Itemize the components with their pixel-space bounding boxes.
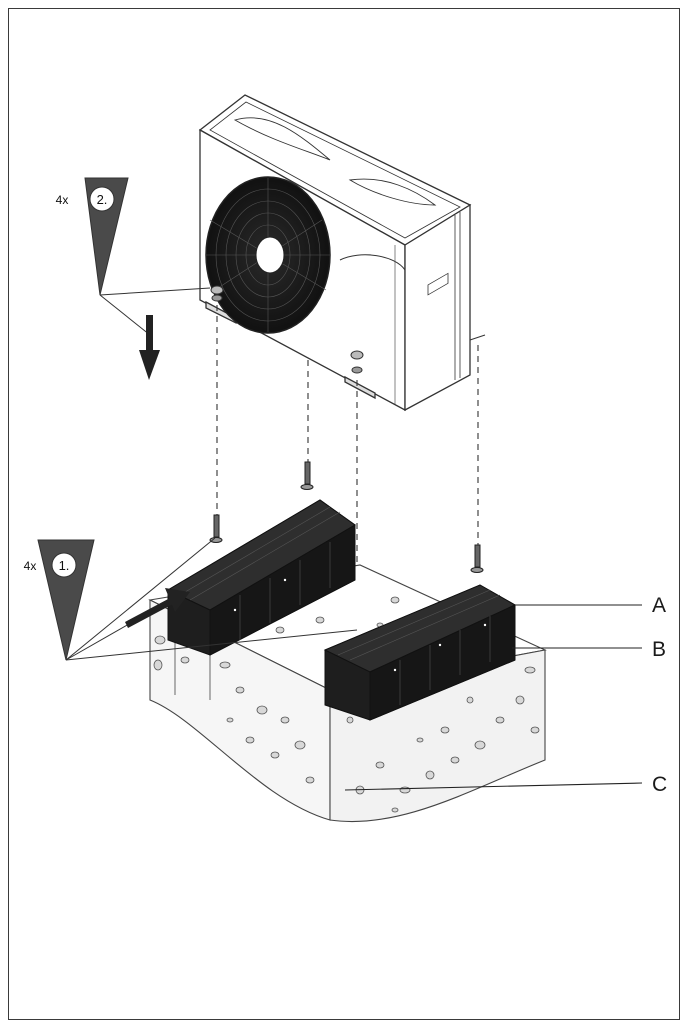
step-2-badge [89, 186, 115, 212]
step-1-badge [51, 552, 77, 578]
step-1-multiplier: 4x [24, 559, 37, 573]
callout-lines [344, 604, 643, 791]
step-2-multiplier: 4x [56, 193, 69, 207]
unit-mounting-nuts [210, 285, 364, 374]
step-2-number: 2. [97, 192, 108, 207]
fan-icon [205, 176, 331, 334]
arrow-down-icon [139, 315, 160, 380]
step-1-marker: 1. 4x [24, 537, 358, 661]
step-2-marker: 2. 4x [56, 177, 211, 336]
arrow-right-icon [125, 588, 190, 628]
callout-label-c: C [652, 773, 667, 796]
rubber-foot-left [166, 499, 356, 656]
step-1-number: 1. [59, 558, 70, 573]
callout-label-a: A [652, 594, 666, 617]
callout-label-b: B [652, 638, 666, 661]
